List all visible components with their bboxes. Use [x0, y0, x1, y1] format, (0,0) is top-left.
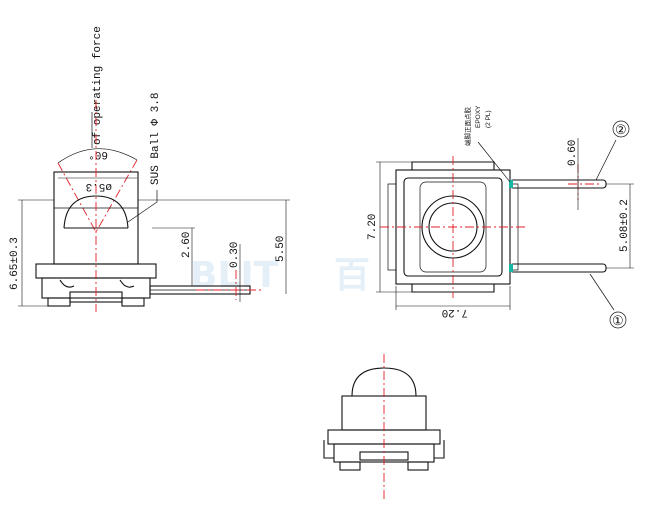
- watermark-latin: BLIT: [190, 255, 279, 296]
- foot-left: [47, 297, 71, 307]
- top-view: 7.20 7.20 0.60 5.08±0.2 ② ① 端脚正面点胶 EPOXY…: [367, 105, 634, 329]
- actuator-dome: [63, 195, 129, 229]
- ball-dia-label: ø5.3: [86, 180, 112, 192]
- dim-height-label: 7.20: [367, 214, 379, 240]
- dim-b-label: 0.30: [229, 242, 241, 268]
- watermark-cjk: 百: [334, 255, 370, 296]
- side-view: of operating force SUS Ball Φ 3.8 60° ø5…: [9, 26, 290, 312]
- epoxy-note-2: EPOXY: [475, 105, 482, 128]
- force-label: of operating force: [92, 26, 104, 145]
- front-foot-left: [339, 461, 361, 471]
- dim-a-label: 2.60: [181, 232, 193, 258]
- dim-lead-width-label: 0.60: [567, 140, 579, 166]
- epoxy-note-3: (2 PL): [485, 110, 492, 128]
- ball-leader: [127, 190, 158, 223]
- front-side-terminals: [323, 440, 445, 459]
- dim-width-label: 7.20: [442, 306, 468, 318]
- angle-label: 60°: [88, 148, 108, 160]
- cone-line-left: [57, 162, 97, 233]
- front-view: [323, 354, 445, 502]
- pin2-circle: [612, 120, 630, 138]
- ball-label: SUS Ball Φ 3.8: [150, 93, 162, 185]
- pin2-leader: [595, 139, 617, 181]
- pin1-label: ①: [612, 313, 624, 328]
- pin2-label: ②: [615, 122, 627, 137]
- dim-c-label: 5.50: [275, 236, 287, 262]
- front-foot-right: [407, 461, 429, 471]
- dim-pitch-label: 5.08±0.2: [619, 199, 631, 252]
- epoxy-leader: [477, 141, 511, 183]
- dim-height-label: 6.65±0.3: [9, 237, 21, 290]
- pin1-leader: [589, 273, 615, 311]
- angle-arc: [57, 148, 138, 164]
- terminal-curls: [59, 279, 135, 288]
- epoxy-note-1: 端脚正面点胶: [463, 107, 472, 147]
- pin1-circle: [609, 311, 627, 329]
- foot-right: [121, 297, 145, 307]
- lead-1: [509, 263, 607, 273]
- epoxy-2: [509, 180, 513, 188]
- epoxy-1: [509, 264, 513, 272]
